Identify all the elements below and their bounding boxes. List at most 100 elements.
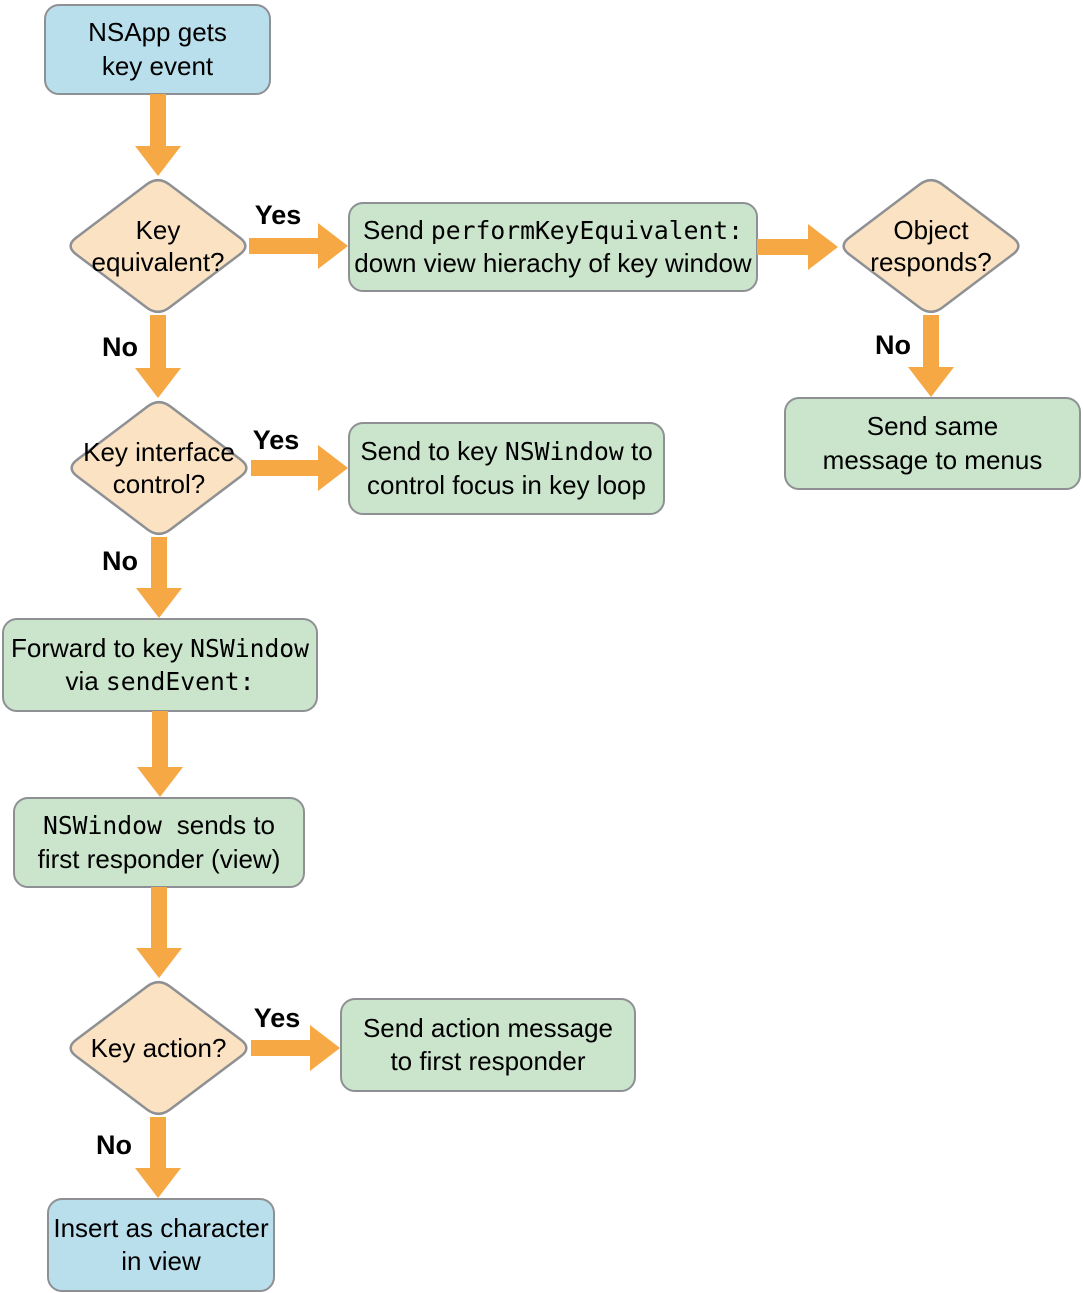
node-send-perform-key-equivalent: Send performKeyEquivalent:down view hier… [348, 202, 758, 292]
text-segment: equivalent? [91, 247, 225, 277]
arrow-down-object-responds-no [908, 315, 954, 397]
arrow-right-key-interface-yes [251, 445, 348, 491]
arrow-shaft [150, 315, 166, 372]
edge-label-no: No [102, 546, 138, 576]
text-segment: Forward to key [10, 632, 191, 663]
arrow-right-key-equivalent-yes [249, 223, 348, 269]
text-line: Send to key NSWindow to [360, 435, 652, 468]
text-segment: first responder (view) [37, 843, 281, 874]
text-line: Forward to key NSWindow [11, 632, 309, 665]
arrow-head-icon [908, 367, 954, 397]
text-segment: sends to [176, 810, 276, 841]
text-segment: Key action? [90, 1032, 227, 1063]
arrow-down-forward-to-sends [137, 711, 183, 797]
arrow-head-icon [136, 588, 182, 618]
edge-label-yes: Yes [252, 425, 300, 455]
text-segment: to [623, 436, 653, 467]
arrow-head-icon [135, 146, 181, 176]
arrow-shaft [151, 537, 167, 592]
text-segment: sendEvent: [105, 667, 255, 696]
arrow-head-icon [135, 1168, 181, 1198]
text-line: Key action? [91, 1032, 227, 1064]
text-line: down view hierachy of key window [354, 247, 751, 280]
text-segment: in view [121, 1246, 201, 1276]
text-segment: NSWindow [42, 811, 177, 841]
arrow-down-sends-to-key-action [136, 887, 182, 978]
text-line: responds? [870, 246, 991, 278]
arrow-down-start-to-key-equivalent [135, 94, 181, 176]
arrow-head-icon [808, 224, 838, 270]
text-segment: control? [112, 469, 206, 499]
text-line: Insert as character [53, 1212, 268, 1245]
edge-label-yes: Yes [254, 200, 302, 230]
arrow-head-icon [318, 445, 348, 491]
arrow-right-to-object-responds [757, 224, 838, 270]
text-segment: NSWindow [190, 633, 310, 663]
text-segment: via [65, 666, 106, 696]
text-segment: to first responder [390, 1046, 586, 1076]
diamond-shape-icon [69, 178, 247, 314]
text-line: Send action message [363, 1012, 613, 1045]
text-segment: Object [893, 214, 969, 245]
text-line: Send performKeyEquivalent: [363, 214, 743, 247]
text-line: first responder (view) [38, 843, 281, 876]
diamond-shape-icon [70, 400, 248, 536]
text-line: NSApp gets [88, 16, 227, 49]
text-line: Key [92, 214, 225, 246]
text-segment: Send to key [360, 436, 505, 467]
text-line: Key interface [83, 436, 235, 468]
arrow-head-icon [310, 1025, 340, 1071]
text-segment: control focus in key loop [367, 469, 646, 500]
arrow-right-key-action-yes [251, 1025, 340, 1071]
text-segment: Insert as character [53, 1212, 269, 1243]
text-line: key event [102, 50, 213, 83]
decision-text: Key action? [91, 1032, 227, 1064]
arrow-head-icon [318, 223, 348, 269]
arrow-down-key-interface-no [136, 537, 182, 618]
text-line: control focus in key loop [367, 469, 646, 502]
text-line: equivalent? [92, 246, 225, 278]
text-line: Object [870, 214, 991, 246]
text-segment: key event [101, 50, 214, 81]
text-segment: Key [135, 214, 181, 245]
arrow-shaft [757, 239, 812, 255]
edge-label-no: No [102, 332, 138, 362]
diamond-shape-icon [842, 178, 1020, 314]
arrow-shaft [923, 315, 939, 371]
arrow-shaft [249, 238, 322, 254]
text-segment: NSWindow [504, 437, 624, 467]
text-line: control? [83, 468, 235, 500]
arrow-shaft [251, 1040, 314, 1056]
text-segment: Key interface [83, 436, 235, 467]
text-line: in view [121, 1245, 200, 1278]
edge-label-yes: Yes [253, 1003, 301, 1033]
text-segment: NSApp gets [88, 17, 227, 48]
arrow-head-icon [137, 767, 183, 797]
arrow-head-icon [135, 368, 181, 398]
text-line: to first responder [390, 1045, 585, 1078]
text-line: via sendEvent: [65, 665, 254, 698]
edge-label-no: No [875, 330, 911, 360]
node-key-action-decision: Key action? [65, 978, 252, 1118]
text-segment: message to menus [822, 444, 1043, 475]
text-line: NSWindow sends to [43, 809, 275, 842]
text-segment: Send [362, 214, 431, 245]
text-segment: Send same [866, 411, 999, 442]
text-segment: performKeyEquivalent: [430, 215, 744, 245]
text-segment: Send action message [362, 1012, 614, 1043]
arrow-shaft [150, 94, 166, 150]
arrow-shaft [150, 1117, 166, 1172]
arrow-shaft [151, 887, 167, 952]
